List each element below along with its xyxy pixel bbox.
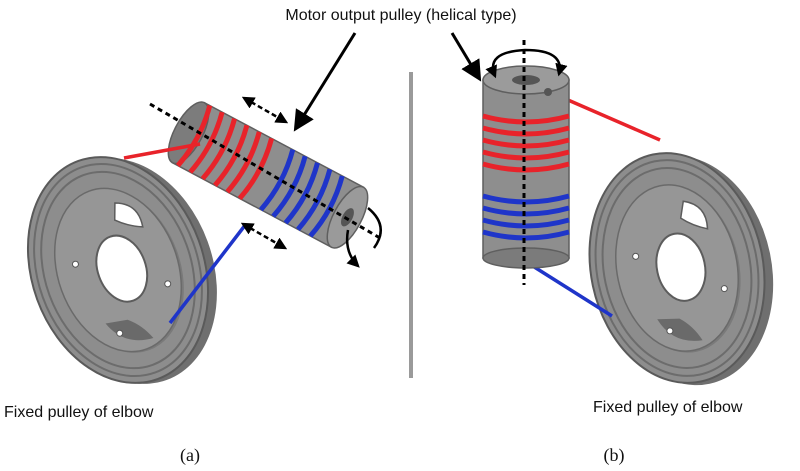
upper-cable-b	[567, 98, 661, 142]
lower-cable-a	[168, 222, 248, 325]
panel-a	[26, 96, 382, 384]
translation-arrow-a-top	[241, 96, 289, 124]
caption-fixed-pulley-b: Fixed pulley of elbow	[593, 399, 743, 416]
upper-cable-a	[123, 142, 201, 160]
title-pointer-arrow-a	[293, 32, 357, 132]
translation-arrow-a-bottom	[240, 222, 288, 250]
panel-b	[482, 40, 774, 386]
fixed-pulley-b	[588, 152, 774, 386]
rotation-arrow-a	[345, 207, 382, 266]
caption-fixed-pulley-a: Fixed pulley of elbow	[4, 404, 154, 421]
fixed-pulley-a	[26, 156, 217, 384]
panel-label-b: (b)	[604, 445, 625, 466]
rotation-arrow-b	[485, 48, 568, 79]
diagram-title: Motor output pulley (helical type)	[285, 7, 516, 24]
title-pointer-arrow-b	[450, 32, 482, 82]
panel-label-a: (a)	[180, 445, 200, 466]
motor-pulley-b	[482, 65, 570, 269]
